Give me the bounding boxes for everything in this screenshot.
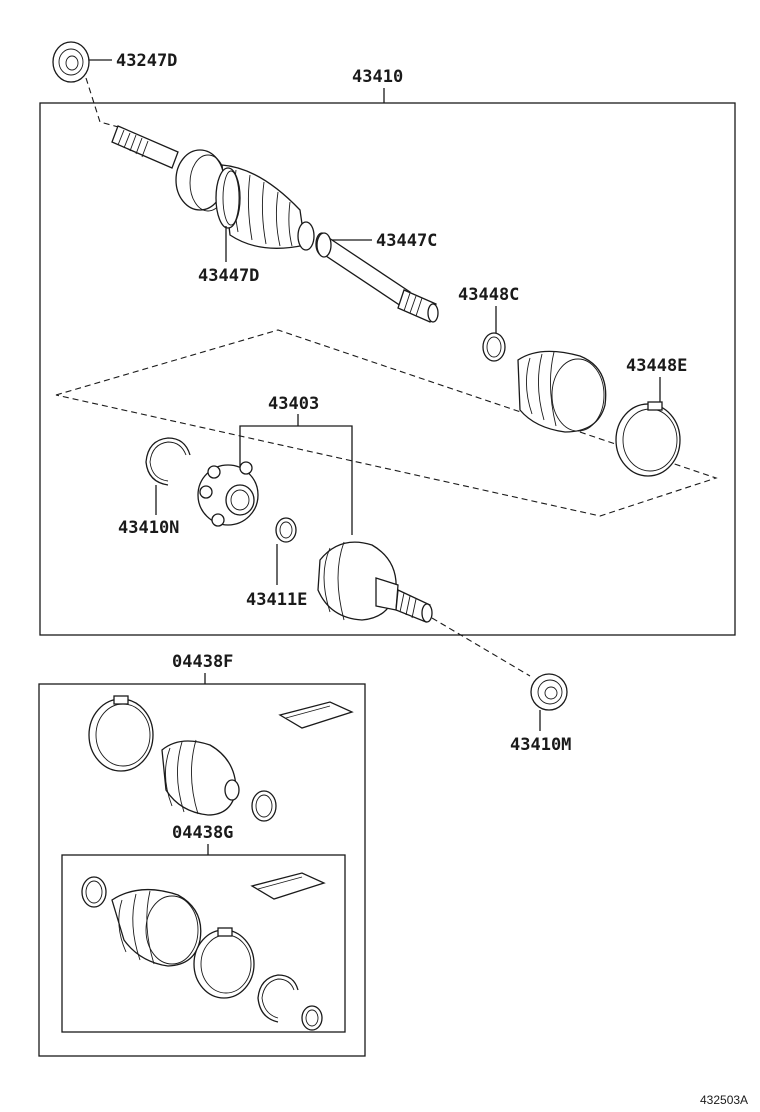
reference-code: 432503A bbox=[700, 1093, 748, 1107]
kit-frame-04438G bbox=[61, 854, 346, 1033]
seal-43410M[interactable] bbox=[530, 673, 568, 711]
kit-04438F-grease-packet[interactable] bbox=[278, 701, 354, 729]
label-04438G: 04438G bbox=[172, 823, 233, 843]
label-43448E: 43448E bbox=[626, 356, 687, 376]
kit-04438G-snap-ring[interactable] bbox=[257, 974, 299, 1023]
label-43403: 43403 bbox=[268, 394, 319, 414]
label-43448C: 43448C bbox=[458, 285, 519, 305]
kit-04438G-grease-packet[interactable] bbox=[250, 872, 326, 900]
inner-boot[interactable] bbox=[517, 350, 607, 433]
kit-04438G-small-ring[interactable] bbox=[301, 1005, 323, 1031]
assembly-frame-43410 bbox=[39, 102, 736, 636]
outer-joint-housing[interactable] bbox=[317, 541, 433, 623]
label-43410N: 43410N bbox=[118, 518, 179, 538]
kit-04438F-large-clamp[interactable] bbox=[88, 695, 154, 772]
label-04438F: 04438F bbox=[172, 652, 233, 672]
label-43447C: 43447C bbox=[376, 231, 437, 251]
kit-04438F-boot[interactable] bbox=[161, 739, 240, 816]
dash-43410M bbox=[431, 617, 531, 677]
label-43410M: 43410M bbox=[510, 735, 571, 755]
boot-clamp-43447C[interactable] bbox=[316, 232, 332, 258]
small-clamp-43448C[interactable] bbox=[482, 332, 506, 362]
oil-seal-43247D[interactable] bbox=[52, 41, 90, 83]
dash-43247D bbox=[85, 77, 123, 129]
large-clamp-43448E[interactable] bbox=[615, 401, 681, 477]
kit-frame-04438F bbox=[38, 683, 366, 1057]
kit-outline-dashed bbox=[55, 329, 718, 517]
label-43411E: 43411E bbox=[246, 590, 307, 610]
label-43410: 43410 bbox=[352, 67, 403, 87]
label-43447D: 43447D bbox=[198, 266, 259, 286]
leader-43403 bbox=[239, 425, 353, 535]
kit-04438G-large-clamp[interactable] bbox=[193, 927, 255, 999]
tripod-joint-43403[interactable] bbox=[197, 461, 259, 527]
kit-04438G-small-clamp[interactable] bbox=[81, 876, 107, 908]
boot-clamp-43447D[interactable] bbox=[215, 167, 241, 229]
kit-04438G-boot[interactable] bbox=[111, 888, 202, 967]
snap-ring-43410N[interactable] bbox=[145, 437, 191, 486]
snap-ring-43411E[interactable] bbox=[275, 517, 297, 543]
kit-04438F-small-clamp[interactable] bbox=[251, 790, 277, 822]
label-43247D: 43247D bbox=[116, 51, 177, 71]
drive-shaft[interactable] bbox=[111, 125, 439, 323]
